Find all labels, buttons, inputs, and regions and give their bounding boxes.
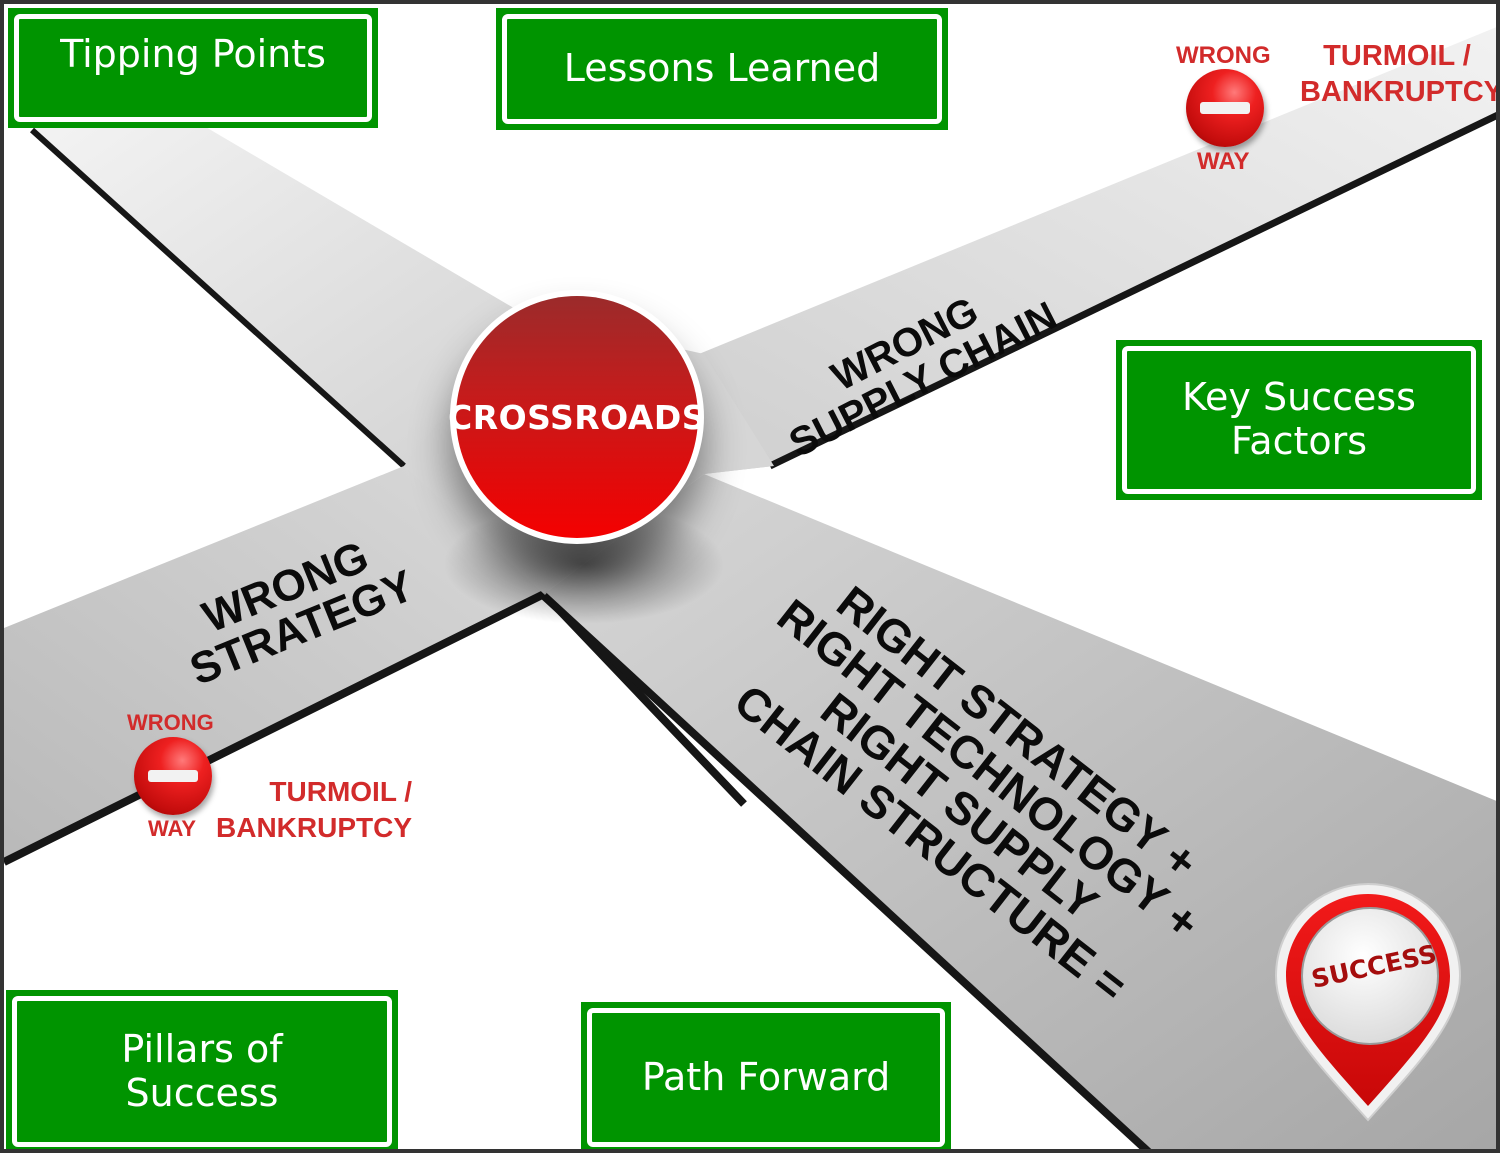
warning-top-label: WRONG bbox=[127, 710, 214, 735]
road-edge-top-left bbox=[29, 127, 407, 469]
sign-key-success-factors-label: Key Success Factors bbox=[1122, 346, 1476, 494]
crossroads-label: CROSSROADS bbox=[448, 397, 707, 437]
crossroads-disc: CROSSROADS bbox=[448, 296, 706, 538]
no-entry-icon bbox=[134, 737, 212, 815]
sign-pillars-of-success[interactable]: Pillars of Success bbox=[6, 990, 398, 1149]
no-entry-icon bbox=[1186, 69, 1264, 147]
road-lower-right bbox=[544, 474, 1496, 1149]
warning-bottom-label: WAY bbox=[1197, 148, 1250, 175]
crossroads-marker[interactable]: CROSSROADS bbox=[448, 290, 706, 544]
sign-lessons-learned-label: Lessons Learned bbox=[502, 14, 942, 124]
sign-key-success-factors[interactable]: Key Success Factors bbox=[1116, 340, 1482, 500]
warning-top-label: WRONG bbox=[1176, 42, 1271, 69]
sign-pillars-of-success-label: Pillars of Success bbox=[12, 996, 392, 1147]
sign-path-forward-label: Path Forward bbox=[587, 1008, 945, 1147]
crossroads-shadow bbox=[444, 504, 724, 624]
sign-path-forward[interactable]: Path Forward bbox=[581, 1002, 951, 1149]
sign-lessons-learned[interactable]: Lessons Learned bbox=[496, 8, 948, 130]
sign-tipping-points-label: Tipping Points bbox=[14, 14, 372, 122]
warning-outcome: TURMOIL / BANKRUPTCY bbox=[216, 776, 412, 844]
road-edge-upper-right bbox=[768, 111, 1496, 470]
road-edge-lower-right bbox=[541, 593, 1152, 1149]
warning-bottom-label: WAY bbox=[148, 816, 197, 841]
road-top-left bbox=[32, 126, 524, 466]
sign-tipping-points[interactable]: Tipping Points bbox=[8, 8, 378, 128]
map-pin-icon bbox=[1274, 882, 1462, 1122]
road-upper-right bbox=[694, 27, 1496, 474]
warning-outcome: TURMOIL / BANKRUPTCY bbox=[1300, 40, 1500, 109]
